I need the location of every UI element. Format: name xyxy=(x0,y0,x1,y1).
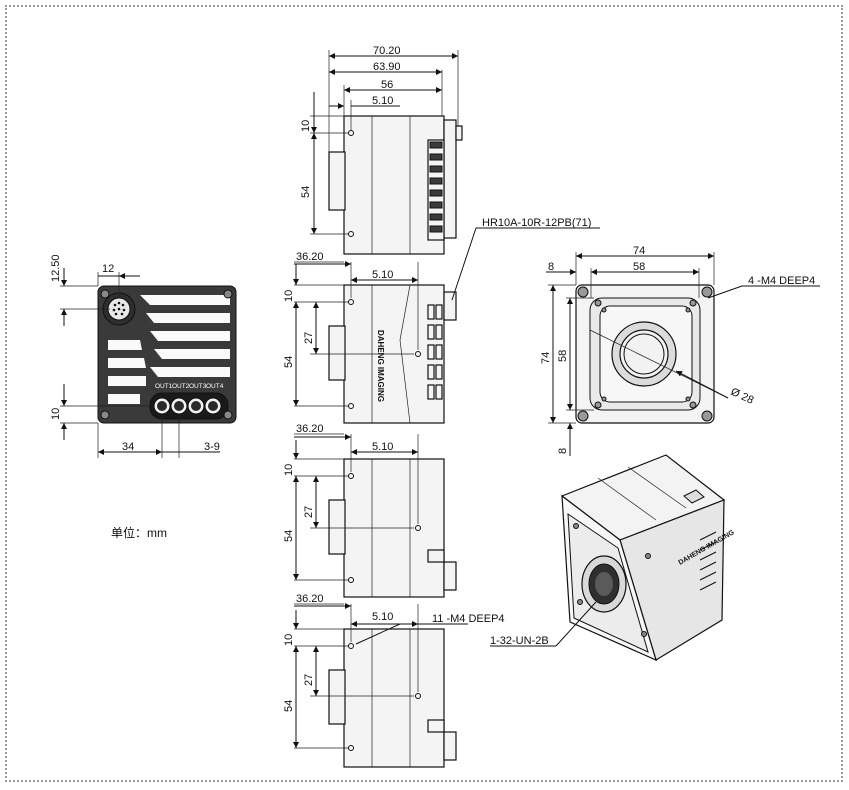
side1-h2: 27 xyxy=(303,332,315,344)
side-brand-text: DAHENG IMAGING xyxy=(376,330,385,402)
top-view-lens-mount xyxy=(328,151,346,211)
side-view-2: 10 27 54 36.20 5.10 xyxy=(283,423,457,598)
back-w-left: 34 xyxy=(122,441,134,453)
side3-h2: 27 xyxy=(303,674,315,686)
back-h-top: 12.50 xyxy=(50,254,62,282)
side2-h3: 54 xyxy=(283,530,295,542)
top-view: 70.20 63.90 56 5.10 10 54 xyxy=(300,45,463,255)
front-w2: 58 xyxy=(633,261,645,273)
io-led-circles xyxy=(153,397,222,415)
front-h1: 74 xyxy=(540,352,552,364)
front-holes-label: 4 -M4 DEEP4 xyxy=(748,275,815,287)
top-h2: 54 xyxy=(300,186,312,198)
side2-h2: 27 xyxy=(303,506,315,518)
io-pin-4: OUT4 xyxy=(206,383,224,390)
front-h-off: 8 xyxy=(557,448,569,454)
io-pin-2: OUT2 xyxy=(172,383,190,390)
connector-callout: HR10A-10R-12PB(71) xyxy=(451,217,600,301)
connector-label: HR10A-10R-12PB(71) xyxy=(482,217,591,229)
back-w-conn: 12 xyxy=(102,263,114,275)
side-holes-label: 11 -M4 DEEP4 xyxy=(432,613,505,625)
side3-h3: 54 xyxy=(283,700,295,712)
top-d1: 70.20 xyxy=(373,45,401,57)
side2-d1: 36.20 xyxy=(296,423,324,435)
top-h1: 10 xyxy=(300,120,312,132)
lens-opening xyxy=(619,329,669,379)
front-view: Ø 28 4 -M4 DEEP4 74 58 8 74 58 8 xyxy=(540,245,820,456)
back-w-pins: 3-9 xyxy=(204,441,220,453)
diameter-label: Ø 28 xyxy=(729,386,756,407)
side-view-1-fins xyxy=(427,304,443,400)
side3-d1: 36.20 xyxy=(296,593,324,605)
lens-mount-label: 1-32-UN-2B xyxy=(490,635,549,647)
front-w1: 74 xyxy=(633,245,645,257)
top-view-body xyxy=(343,115,445,255)
side3-h1: 10 xyxy=(283,634,295,646)
unit-label: 单位：mm xyxy=(111,526,167,540)
isometric-view: DAHENG IMAGING 1-32-UN-2B xyxy=(490,454,736,662)
side-view-3: 10 27 54 36.20 5.10 11 -M4 DEEP4 xyxy=(283,593,505,768)
top-d2: 63.90 xyxy=(373,61,401,73)
side1-d1: 36.20 xyxy=(296,251,324,263)
top-d4: 5.10 xyxy=(372,95,393,107)
io-pin-1: OUT1 xyxy=(155,383,173,390)
side1-h3: 54 xyxy=(283,356,295,368)
back-h-bot: 10 xyxy=(50,408,62,420)
front-w-off: 8 xyxy=(548,261,554,273)
side1-d2: 5.10 xyxy=(372,269,393,281)
drawing-frame xyxy=(5,5,843,782)
side-view-3-body xyxy=(343,628,445,768)
side-view-1: DAHENG IMAGING 10 27 54 36.20 5.10 xyxy=(283,251,457,424)
side1-h1: 10 xyxy=(283,290,295,302)
top-view-fins xyxy=(429,141,443,233)
top-d3: 56 xyxy=(381,79,393,91)
io-pin-3: OUT3 xyxy=(189,383,207,390)
side2-h1: 10 xyxy=(283,464,295,476)
side2-d2: 5.10 xyxy=(372,441,393,453)
front-h2: 58 xyxy=(557,350,569,362)
back-view: OUT1 OUT2 OUT3 OUT4 12.50 12 10 34 3-9 xyxy=(50,254,237,458)
side3-d2: 5.10 xyxy=(372,611,393,623)
